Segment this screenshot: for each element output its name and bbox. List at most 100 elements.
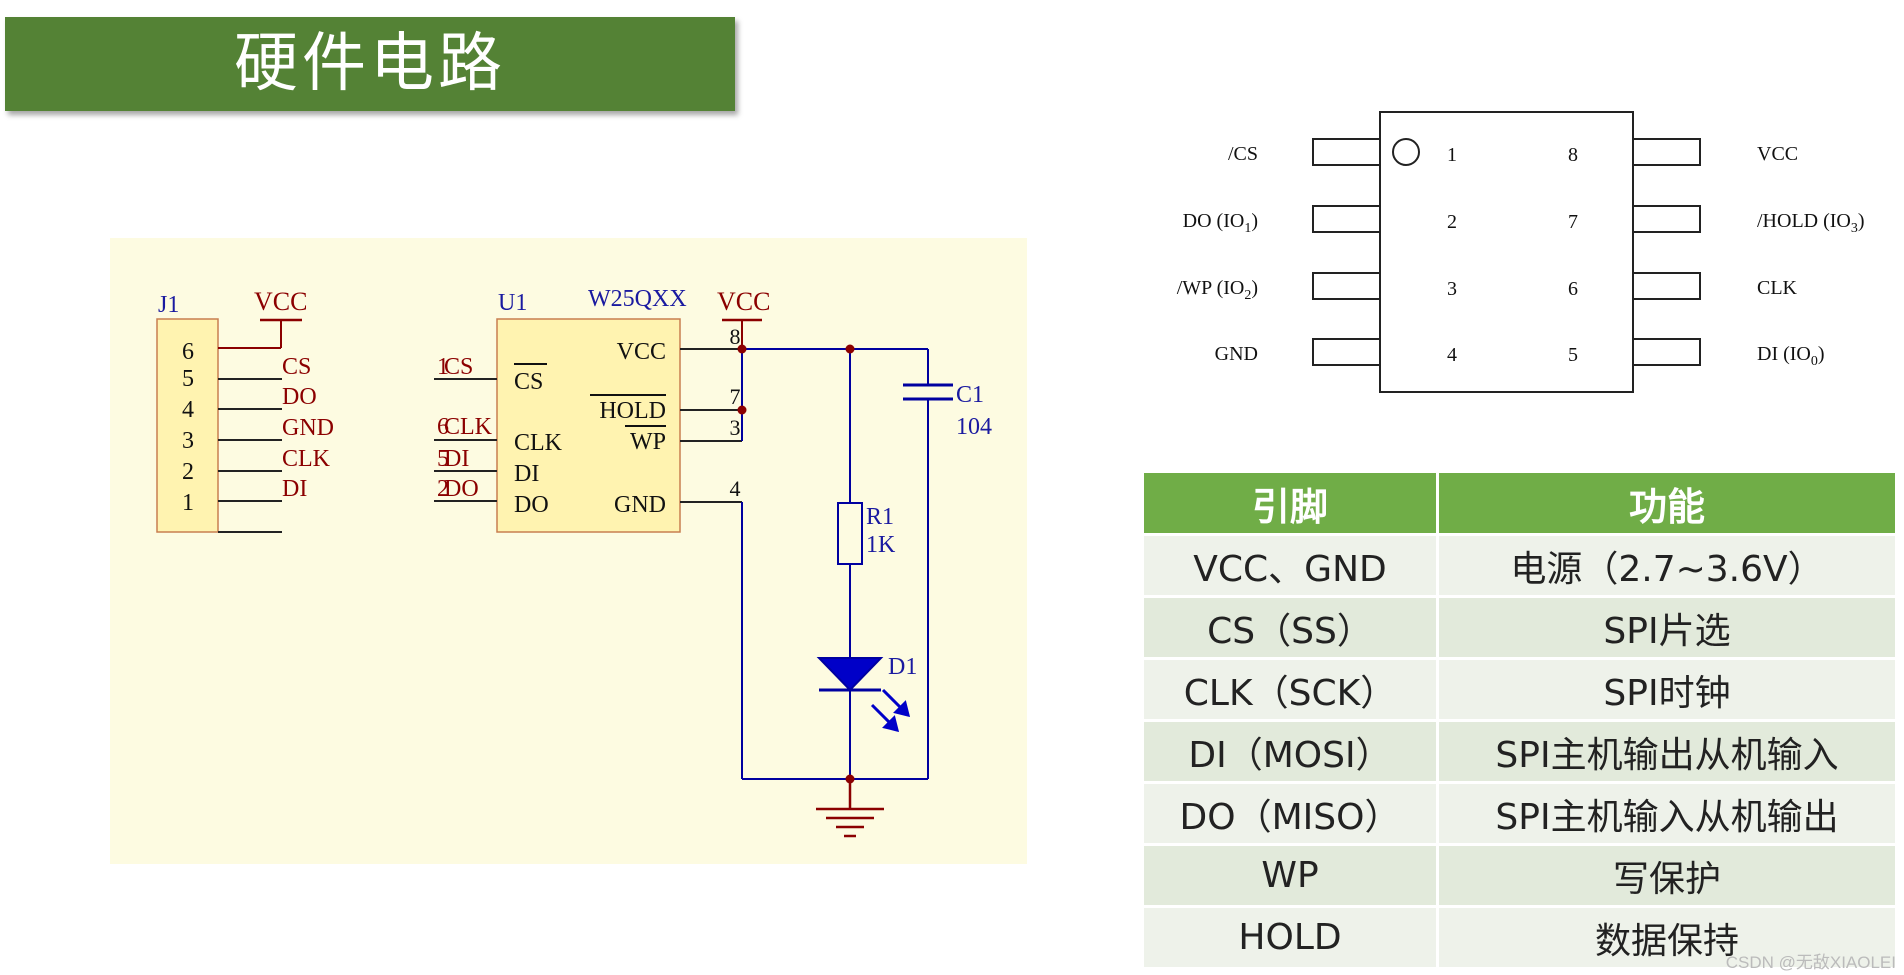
package-pin-8: 8 VCC xyxy=(1568,138,1798,166)
table-cell-pin: HOLD xyxy=(1144,905,1439,967)
j1-pin-2: 2 DI xyxy=(182,459,307,502)
u1-pin-di: 5 DI DI xyxy=(434,446,539,487)
u1-ref: U1 xyxy=(498,290,527,316)
table-cell-pin: DI（MOSI） xyxy=(1144,719,1439,781)
table-cell-function: 写保护 xyxy=(1439,843,1898,905)
j1-pin-num: 1 xyxy=(182,490,194,516)
u1-pin-hold: HOLD 7 xyxy=(590,384,742,424)
j1-pin-num: 6 xyxy=(182,339,194,365)
j1-pin-num: 5 xyxy=(182,366,194,392)
c1-value: 104 xyxy=(956,414,992,440)
package-pin-num: 5 xyxy=(1568,344,1578,366)
package-pin-lead xyxy=(1312,338,1381,366)
u1-part: W25QXX xyxy=(588,286,687,312)
j1-body xyxy=(156,318,219,533)
u1-pin-num: 4 xyxy=(730,476,741,501)
j1-pin-3: 3 CLK xyxy=(182,428,331,472)
junction-dot xyxy=(737,405,747,415)
package-pin-num: 1 xyxy=(1447,144,1457,166)
package-pin-num: 3 xyxy=(1447,278,1457,300)
u1-pin-name: DO xyxy=(514,492,549,518)
r1-value: 1K xyxy=(866,532,896,558)
u1-pin-name: GND xyxy=(614,492,666,518)
u1-pin-name: CS xyxy=(514,369,543,395)
j1-pin-net: DO xyxy=(282,384,317,410)
u1-pin-name: WP xyxy=(630,429,666,455)
package-pin-num: 2 xyxy=(1447,211,1457,233)
package-pin-6: 6 CLK xyxy=(1568,272,1798,300)
junction-dot xyxy=(845,344,855,354)
package-body xyxy=(1379,111,1634,393)
junction-dot xyxy=(737,344,747,354)
package-pin-label: DI (IO0) xyxy=(1757,343,1825,369)
package-pin-label: /WP (IO2) xyxy=(1177,277,1258,303)
package-pin-lead xyxy=(1312,138,1381,166)
u1-pin-vcc: VCC 8 xyxy=(617,324,742,365)
table-header-row: 引脚 功能 xyxy=(1144,473,1898,533)
j1-pin-num: 4 xyxy=(182,397,194,423)
table-cell-pin: WP xyxy=(1144,843,1439,905)
package-pin-label: /CS xyxy=(1228,143,1258,165)
table-header-pin: 引脚 xyxy=(1144,473,1439,533)
table-row: DO（MISO） SPI主机输入从机输出 xyxy=(1144,781,1898,843)
u1-pin-num: 1 xyxy=(437,354,449,380)
u1-pin-num: 2 xyxy=(437,476,449,502)
table-header-function: 功能 xyxy=(1439,473,1898,533)
pin1-marker-icon xyxy=(1392,138,1420,166)
j1-pin-net: DI xyxy=(282,476,307,502)
table-row: VCC、GND 电源（2.7~3.6V） xyxy=(1144,533,1898,595)
j1-pin-5: 5 DO xyxy=(182,366,317,410)
r1-body xyxy=(837,502,863,565)
package-pin-num: 6 xyxy=(1568,278,1578,300)
u1-pin-num: 7 xyxy=(730,384,741,409)
j1-pin-net: CS xyxy=(282,354,311,380)
u1-pin-name: HOLD xyxy=(599,398,666,424)
package-pin-lead xyxy=(1632,338,1701,366)
wires xyxy=(741,348,929,780)
j1-pin-num: 3 xyxy=(182,428,194,454)
u1-pin-name: DI xyxy=(514,461,539,487)
package-pin-num: 7 xyxy=(1568,211,1578,233)
j1-pin-4: 4 GND xyxy=(182,397,334,441)
package-pin-lead xyxy=(1632,138,1701,166)
r1-ref: R1 xyxy=(866,504,894,530)
table-cell-pin: CLK（SCK） xyxy=(1144,657,1439,719)
table-cell-function: SPI片选 xyxy=(1439,595,1898,657)
title-banner: 硬件电路 xyxy=(5,17,735,111)
package-pin-1: 1 /CS xyxy=(1228,138,1457,166)
package-pin-5: 5 DI (IO0) xyxy=(1568,338,1825,369)
table-row: DI（MOSI） SPI主机输出从机输入 xyxy=(1144,719,1898,781)
package-pin-lead xyxy=(1632,205,1701,233)
package-pin-label: CLK xyxy=(1757,277,1798,299)
u1-pin-net: CS xyxy=(444,354,473,380)
page-title: 硬件电路 xyxy=(234,27,506,101)
u1-pin-num: 3 xyxy=(730,415,741,440)
u1-vcc-label: VCC xyxy=(717,287,770,316)
watermark: CSDN @无敌XIAOLEI xyxy=(1725,953,1896,972)
pin-function-table: 引脚 功能 VCC、GND 电源（2.7~3.6V） CS（SS） SPI片选 … xyxy=(1144,473,1898,967)
table-cell-pin: VCC、GND xyxy=(1144,533,1439,595)
d1-ref: D1 xyxy=(888,654,917,680)
package-pin-lead xyxy=(1312,272,1381,300)
table-row: HOLD 数据保持 xyxy=(1144,905,1898,967)
d1-arrowhead xyxy=(893,700,911,718)
package-pin-lead xyxy=(1312,205,1381,233)
package-pin-num: 8 xyxy=(1568,144,1578,166)
schematic-panel: J1 VCC 6 CS 5 DO 4 GND 3 CLK 2 DI xyxy=(110,238,1027,864)
u1-pin-wp: WP 3 xyxy=(625,415,742,455)
package-pin-label: GND xyxy=(1215,343,1258,365)
table-row: WP 写保护 xyxy=(1144,843,1898,905)
table-row: CLK（SCK） SPI时钟 xyxy=(1144,657,1898,719)
u1-pin-num: 5 xyxy=(437,446,449,472)
d1-arrowhead xyxy=(882,715,900,733)
package-pin-label: VCC xyxy=(1757,143,1798,165)
table-cell-function: 电源（2.7~3.6V） xyxy=(1439,533,1898,595)
u1-pin-gnd: GND 4 xyxy=(614,476,742,518)
package-pin-2: 2 DO (IO1) xyxy=(1183,205,1457,236)
package-pin-num: 4 xyxy=(1447,344,1457,366)
u1-pin-num: 6 xyxy=(437,414,449,440)
u1-pin-name: VCC xyxy=(617,339,666,365)
package-pin-lead xyxy=(1632,272,1701,300)
u1-pin-do: 2 DO DO xyxy=(434,476,549,518)
j1-vcc-label: VCC xyxy=(254,287,307,316)
